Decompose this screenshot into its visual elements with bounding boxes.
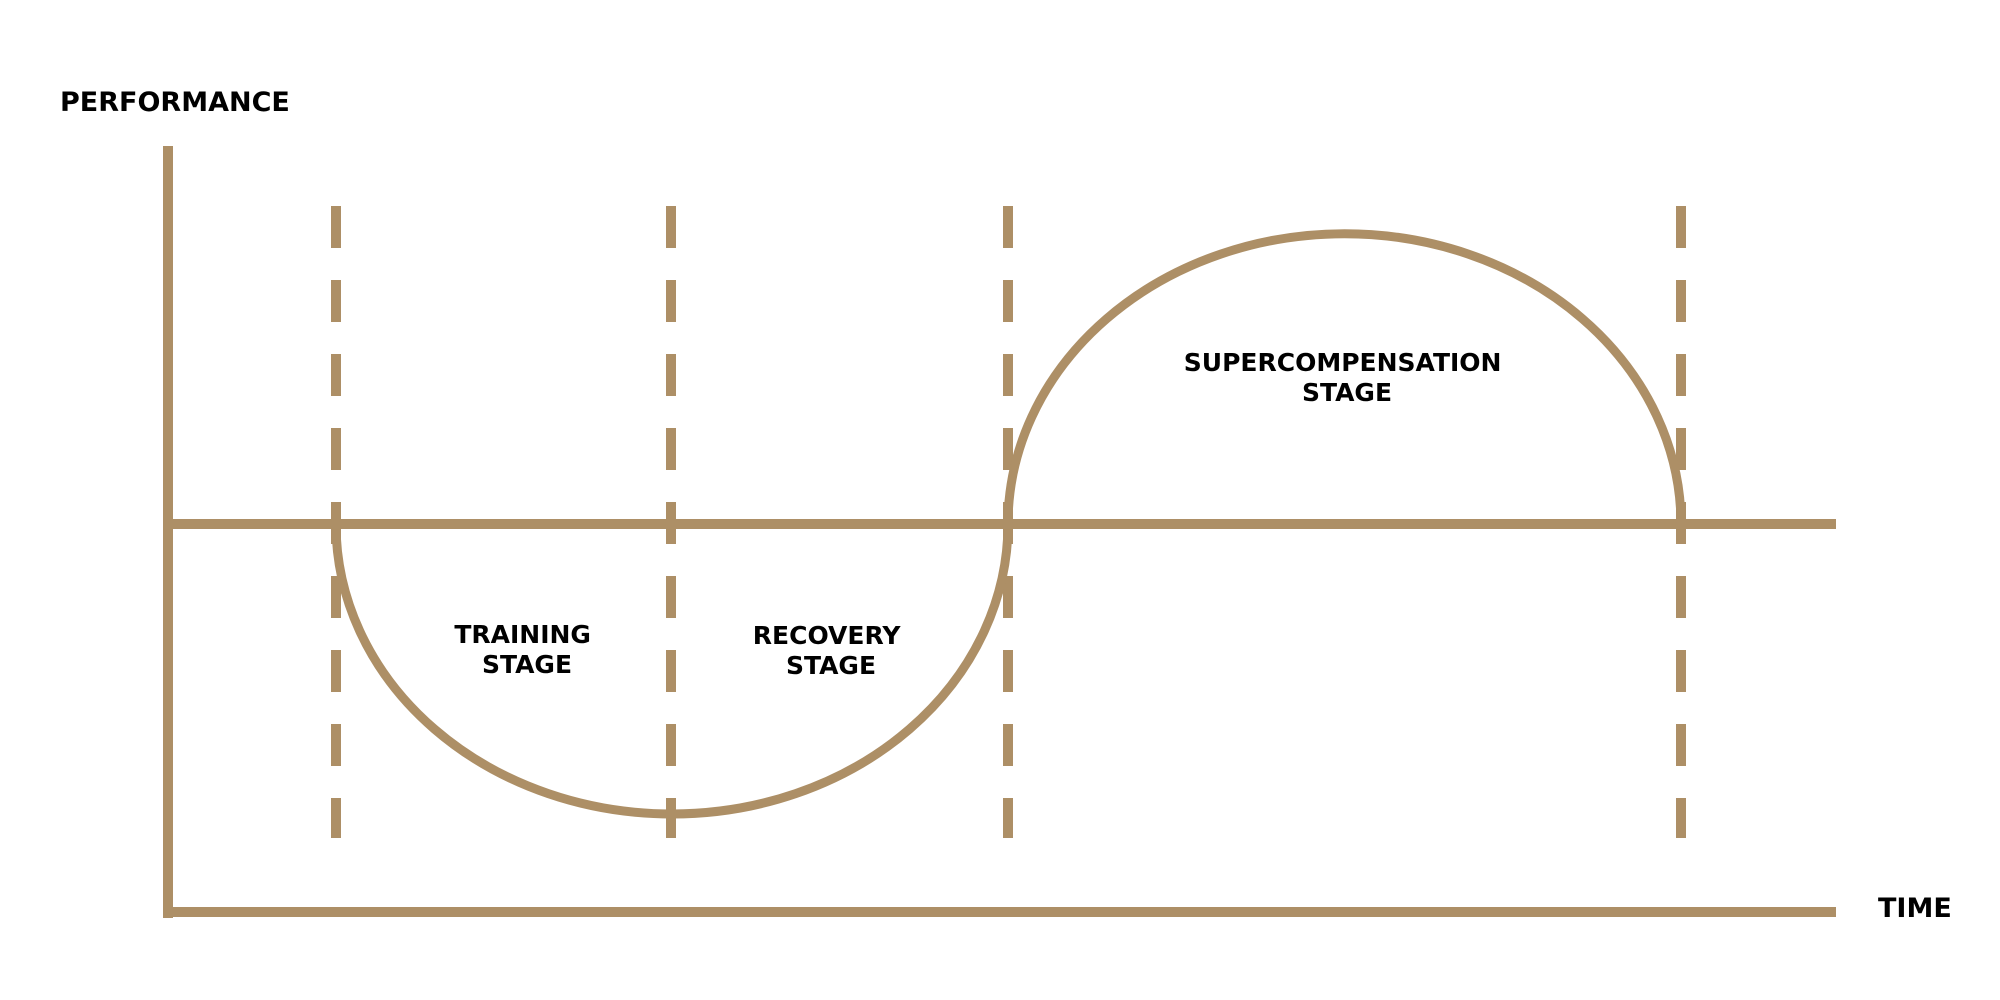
recovery-stage-label: RECOVERY STAGE [753,621,909,680]
x-axis-label: TIME [1878,893,1952,924]
training-stage-line-1: TRAINING [454,620,591,649]
supercompensation-stage-label: SUPERCOMPENSATION STAGE [1184,348,1510,407]
recovery-stage-line-1: RECOVERY [753,621,902,650]
training-stage-label: TRAINING STAGE [454,620,599,679]
supercompensation-stage-line-2: STAGE [1302,378,1392,407]
supercompensation-stage-line-1: SUPERCOMPENSATION [1184,348,1502,377]
performance-curve [331,229,1686,819]
training-stage-line-2: STAGE [482,650,572,679]
recovery-stage-line-2: STAGE [786,651,876,680]
y-axis-label: PERFORMANCE [60,87,290,118]
